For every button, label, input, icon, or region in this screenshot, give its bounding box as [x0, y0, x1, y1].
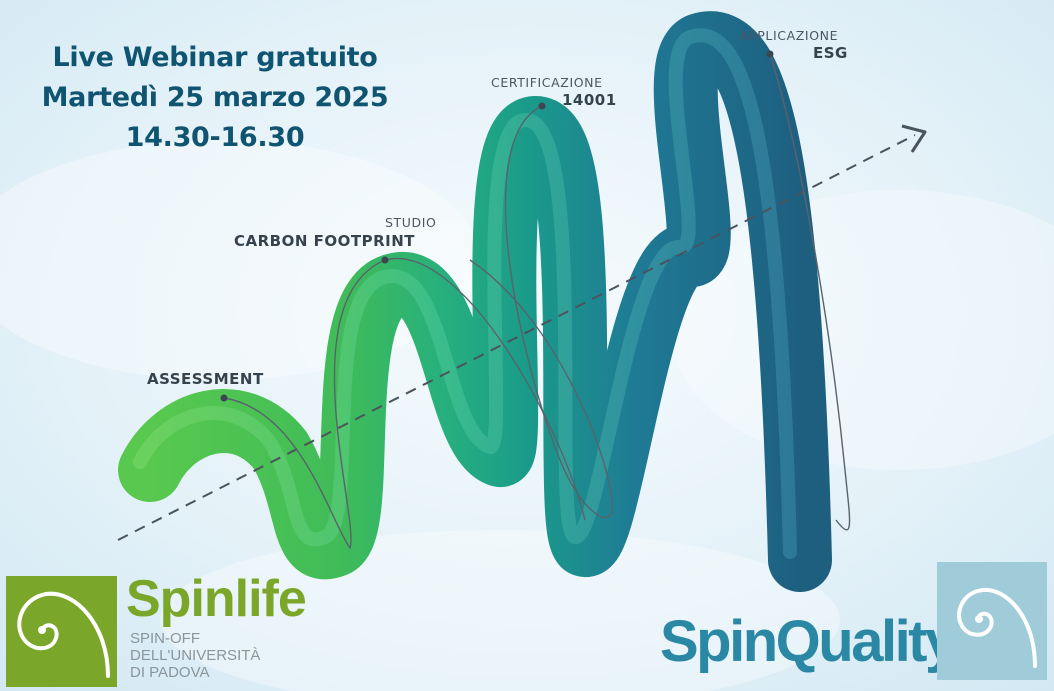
spinquality-logo-mark [937, 562, 1047, 680]
webinar-headline: Live Webinar gratuito Martedì 25 marzo 2… [30, 38, 400, 158]
spiral-icon [957, 587, 1037, 668]
label-esg: ESG [813, 44, 848, 62]
label-studio: STUDIO [385, 215, 437, 230]
label-carbon-footprint: CARBON FOOTPRINT [234, 232, 416, 250]
headline-time: 14.30-16.30 [125, 122, 305, 153]
spinlife-subtitle: SPIN-OFF DELL'UNIVERSITÀ DI PADOVA [130, 630, 261, 681]
spinlife-wordmark: Spinlife [126, 570, 307, 628]
spiral-icon [17, 591, 110, 678]
label-14001: 14001 [562, 91, 617, 109]
spinquality-wordmark: SpinQuality [660, 609, 957, 674]
label-certificazione: CERTIFICAZIONE [491, 75, 603, 90]
headline-date: Martedì 25 marzo 2025 [41, 82, 389, 113]
label-assessment: ASSESSMENT [147, 370, 264, 388]
headline-title: Live Webinar gratuito [52, 42, 378, 73]
label-applicazione: APPLICAZIONE [740, 28, 839, 43]
spinlife-logo-mark [6, 576, 117, 687]
